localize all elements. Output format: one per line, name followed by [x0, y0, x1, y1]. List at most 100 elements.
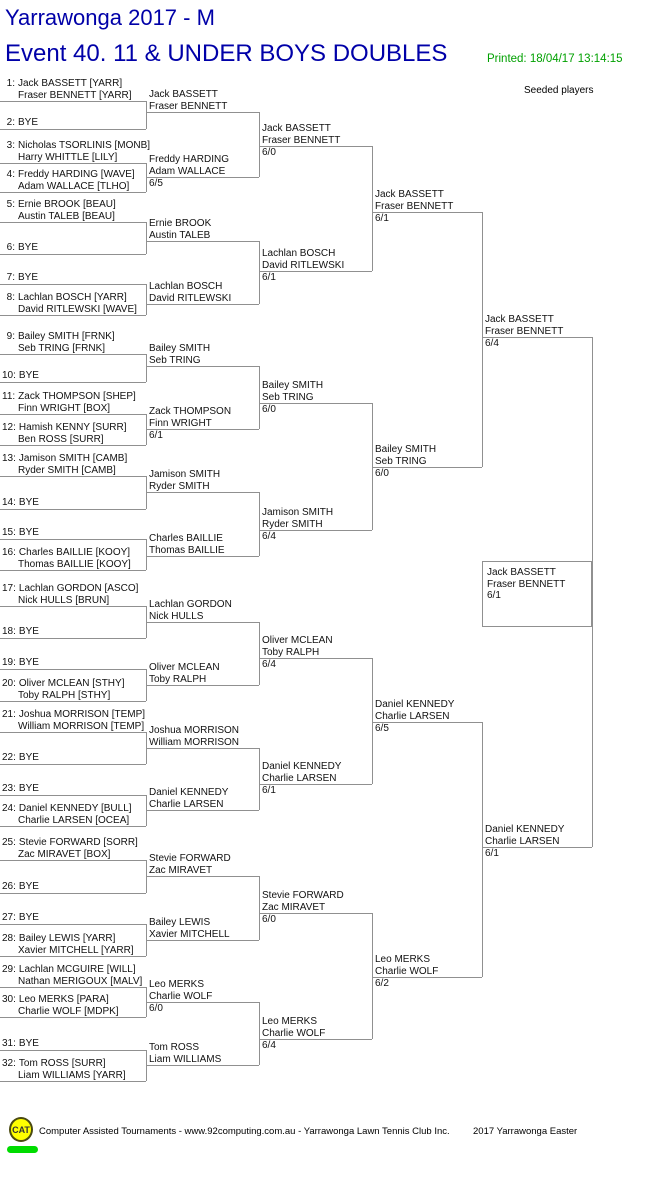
team-player-2: Liam WILLIAMS: [149, 1053, 222, 1065]
bracket-entry-30: 30:Leo MERKS [PARA]Charlie WOLF [MDPK]: [0, 994, 146, 1018]
bracket-entry-28: 28:Bailey LEWIS [YARR]Xavier MITCHELL [Y…: [0, 933, 146, 957]
bracket-connector: [146, 354, 147, 382]
team-player-2: Xavier MITCHELL [YARR]: [18, 944, 134, 956]
team-player-1: Jamison SMITH: [262, 507, 334, 518]
bracket-connector: [146, 222, 147, 254]
bye-label: BYE: [18, 1038, 39, 1049]
footer-credits: Computer Assisted Tournaments - www.92co…: [39, 1126, 450, 1137]
match-score: 6/4: [485, 338, 499, 349]
match-score: 6/4: [262, 531, 276, 542]
team-player-2: David RITLEWSKI: [262, 259, 345, 271]
team-player-2: Fraser BENNETT: [375, 200, 454, 212]
team-player-1: Tom ROSS: [149, 1042, 200, 1053]
match-score: 6/0: [262, 914, 276, 925]
bracket-entry-32: 32:Tom ROSS [SURR]Liam WILLIAMS [YARR]: [0, 1058, 146, 1082]
seed-number: 23:: [2, 783, 16, 794]
team-player-1: Leo MERKS [PARA]: [18, 994, 109, 1005]
team-player-1: Daniel KENNEDY: [485, 824, 565, 835]
team-player-1: Lachlan BOSCH: [149, 281, 223, 292]
team-player-2: Fraser BENNETT: [149, 100, 228, 112]
team-player-1: Daniel KENNEDY: [375, 699, 455, 710]
team-player-1: Lachlan GORDON: [149, 599, 232, 610]
team-player-1: Jack BASSETT: [487, 567, 556, 578]
team-player-1: Bailey SMITH: [375, 444, 437, 455]
match-score: 6/4: [262, 1040, 276, 1051]
team-player-1: Stevie FORWARD: [149, 853, 231, 864]
logo-underline-bar: [7, 1146, 38, 1153]
match-score: 6/2: [375, 978, 389, 989]
bye-label: BYE: [18, 242, 39, 253]
seed-number: 12:: [2, 422, 16, 433]
bracket-connector: [146, 163, 147, 192]
team-player-2: Fraser BENNETT: [487, 578, 566, 590]
seed-number: 31:: [2, 1038, 16, 1049]
team-player-2: Liam WILLIAMS [YARR]: [18, 1069, 126, 1081]
bracket-connector: [146, 539, 147, 570]
seed-number: 8:: [6, 292, 15, 303]
bracket-connector: [146, 795, 147, 826]
match-score: 6/0: [262, 147, 276, 158]
bracket-entry-9: 9:Bailey SMITH [FRNK]Seb TRING [FRNK]: [0, 331, 146, 355]
bracket-connector: [259, 366, 260, 429]
team-player-2: Toby RALPH [STHY]: [18, 689, 111, 701]
match-score: 6/0: [375, 468, 389, 479]
bracket-entry-12: 12:Hamish KENNY [SURR]Ben ROSS [SURR]: [0, 422, 146, 446]
bracket-entry-16: 16:Charles BAILLIE [KOOY]Thomas BAILLIE …: [0, 547, 146, 571]
bracket-connector: [146, 860, 147, 893]
team-player-1: Bailey SMITH: [149, 343, 211, 354]
team-player-1: Nicholas TSORLINIS [MONB]: [18, 140, 151, 151]
team-player-1: Hamish KENNY [SURR]: [18, 422, 127, 433]
bracket-connector: [259, 492, 260, 556]
team-player-1: Stevie FORWARD [SORR]: [18, 837, 138, 848]
team-player-2: Ben ROSS [SURR]: [18, 433, 104, 445]
seed-number: 17:: [2, 583, 16, 594]
bracket-entry-7: 7:BYE: [0, 272, 146, 285]
team-player-1: Joshua MORRISON [TEMP]: [18, 709, 146, 720]
bracket-entry-2: 2:BYE: [0, 117, 146, 130]
bye-label: BYE: [18, 370, 39, 381]
team-player-1: Bailey SMITH [FRNK]: [18, 331, 115, 342]
bracket-connector: [259, 241, 260, 304]
bracket-entry-26: 26:BYE: [0, 881, 146, 894]
bracket-entry-10: 10:BYE: [0, 370, 146, 383]
team-player-1: Ernie BROOK: [149, 218, 212, 229]
team-player-2: Ryder SMITH [CAMB]: [18, 464, 116, 476]
team-player-1: Leo MERKS: [375, 954, 431, 965]
bye-label: BYE: [18, 881, 39, 892]
team-player-2: Fraser BENNETT: [485, 325, 564, 337]
page-title: Yarrawonga 2017 - M: [5, 5, 215, 30]
bracket-entry-13: 13:Jamison SMITH [CAMB]Ryder SMITH [CAMB…: [0, 453, 146, 477]
team-player-1: Jack BASSETT: [262, 123, 331, 134]
bracket-entry-22: 22:BYE: [0, 752, 146, 765]
team-player-2: Charlie WOLF: [262, 1027, 326, 1039]
bracket-connector: [259, 112, 260, 177]
footer-tournament-name: 2017 Yarrawonga Easter: [473, 1126, 578, 1137]
team-player-2: Seb TRING: [149, 354, 201, 366]
team-player-2: Fraser BENNETT: [262, 134, 341, 146]
team-player-2: Charlie WOLF: [375, 965, 439, 977]
seed-number: 29:: [2, 964, 16, 975]
seed-number: 28:: [2, 933, 16, 944]
seed-number: 4:: [6, 169, 15, 180]
match-score: 6/0: [262, 404, 276, 415]
team-player-1: Freddy HARDING [WAVE]: [18, 169, 135, 180]
team-player-1: Zack THOMPSON: [149, 406, 232, 417]
team-player-1: Bailey LEWIS [YARR]: [18, 933, 116, 944]
champion-box: Jack BASSETT Fraser BENNETT 6/1: [482, 561, 592, 627]
cat-logo: CAT: [9, 1117, 33, 1142]
match-score: 6/1: [487, 590, 501, 601]
